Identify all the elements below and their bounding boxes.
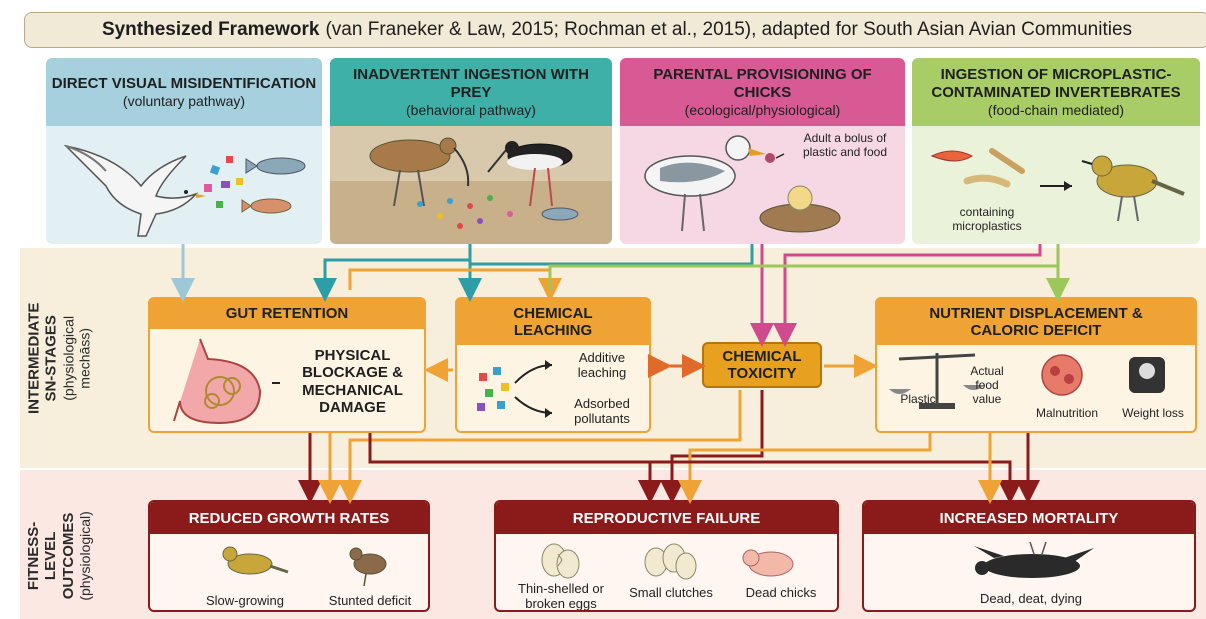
pathway-2-subtitle: (behavioral pathway)	[406, 101, 536, 118]
title-rest: (van Franeker & Law, 2015; Rochman et al…	[325, 19, 1133, 40]
outcome-2-title: REPRODUCTIVE FAILURE	[496, 502, 837, 534]
dead-bird-icon	[974, 541, 1094, 578]
outcome-1-title: REDUCED GROWTH RATES	[150, 502, 428, 534]
fitness-label-bold: FITNESS-LEVEL OUTCOMES	[25, 512, 77, 600]
pathway-3-title: PARENTAL PROVISIONING OF CHICKS	[653, 65, 872, 101]
dead-dying-label: Dead, deat, dying	[980, 591, 1082, 606]
pathway-1-subtitle: (voluntary pathway)	[122, 92, 246, 109]
pathway-4-title: INGESTION OF MICROPLASTIC-CONTAMINATED I…	[931, 65, 1181, 101]
intermediate-band-label: INTERMEDIATE SN-STAGES (physiological me…	[14, 302, 104, 413]
actual-food-value-label: Actual food value	[970, 364, 1004, 406]
chemical-leaching-title: CHEMICAL LEACHING	[457, 299, 649, 345]
thin-shelled-label: Thin-shelled or broken eggs	[518, 581, 604, 611]
nutrient-displacement-title: NUTRIENT DISPLACEMENT & CALORIC DEFICIT	[877, 299, 1195, 345]
pathway-3-subtitle: (ecological/physiological)	[684, 101, 841, 118]
nutrient-icons	[889, 353, 1165, 409]
dead-chicks-label: Dead chicks	[745, 585, 817, 600]
growth-birds-icon	[222, 546, 387, 587]
gut-retention-title: GUT RETENTION	[150, 299, 424, 329]
plastic-label: Plastic	[900, 392, 936, 406]
chemical-leaching-box: CHEMICAL LEACHING Additive leaching Adso…	[455, 297, 651, 433]
small-clutches-label: Small clutches	[629, 585, 713, 600]
pathway-inadvertent-ingestion: INADVERTENT INGESTION WITH PREY (behavio…	[330, 58, 612, 244]
weight-loss-label: Weight loss	[1122, 406, 1184, 420]
slow-growing-label: Slow-growing	[205, 593, 285, 608]
outcome-reduced-growth: REDUCED GROWTH RATES Slow-growing Stunte…	[148, 500, 430, 612]
fitness-band-label: FITNESS-LEVEL OUTCOMES (physiological)	[14, 500, 104, 612]
malnutrition-label: Malnutrition	[1035, 406, 1099, 420]
fitness-label-sub: (physiological)	[76, 511, 93, 601]
pathway-direct-visual: DIRECT VISUAL MISIDENTIFICATION (volunta…	[46, 58, 322, 244]
intermediate-label-bold: INTERMEDIATE SN-STAGES	[25, 302, 60, 414]
gull-flying-icon	[63, 144, 306, 237]
pathway-2-title: INADVERTENT INGESTION WITH PREY	[353, 65, 589, 101]
framework-title: Synthesized Framework (van Franeker & La…	[24, 12, 1206, 48]
adsorbed-pollutants-label: Adsorbed pollutants	[574, 396, 630, 426]
physical-blockage-text: PHYSICAL BLOCKAGE & MECHANICAL DAMAGE	[302, 347, 403, 416]
invertebrates-bird-icon	[930, 148, 1185, 222]
pathway-4-subtitle: (food-chain mediated)	[987, 101, 1125, 118]
pathway-1-title: DIRECT VISUAL MISIDENTIFICATION	[51, 74, 317, 92]
chemical-toxicity-box: CHEMICAL TOXICITY	[702, 342, 822, 388]
outcome-increased-mortality: INCREASED MORTALITY Dead, deat, dying	[862, 500, 1196, 612]
stomach-icon	[173, 338, 280, 425]
stunted-deficit-label: Stunted deficit	[328, 593, 412, 608]
pathway-parental-provisioning: PARENTAL PROVISIONING OF CHICKS (ecologi…	[620, 58, 905, 244]
additive-leaching-label: Additive leaching	[577, 350, 627, 380]
gut-retention-box: GUT RETENTION PHYSICAL BLOCKAGE & MECHAN…	[148, 297, 426, 433]
adult-bolus-note: Adult a bolus of plastic and food	[802, 131, 888, 159]
wading-birds-icon	[330, 137, 612, 244]
outcome-reproductive-failure: REPRODUCTIVE FAILURE Thin-shelled or bro…	[494, 500, 839, 612]
pathway-invertebrates: INGESTION OF MICROPLASTIC-CONTAMINATED I…	[912, 58, 1200, 244]
containing-microplastics-note: containing microplastics	[952, 205, 1022, 233]
intermediate-label-sub: (physiological mechāss)	[60, 315, 93, 401]
nutrient-displacement-box: NUTRIENT DISPLACEMENT & CALORIC DEFICIT …	[875, 297, 1197, 433]
outcome-3-title: INCREASED MORTALITY	[864, 502, 1194, 534]
title-bold: Synthesized Framework	[101, 19, 320, 40]
gull-nest-icon	[644, 135, 841, 233]
eggs-chicks-icon	[541, 543, 794, 580]
